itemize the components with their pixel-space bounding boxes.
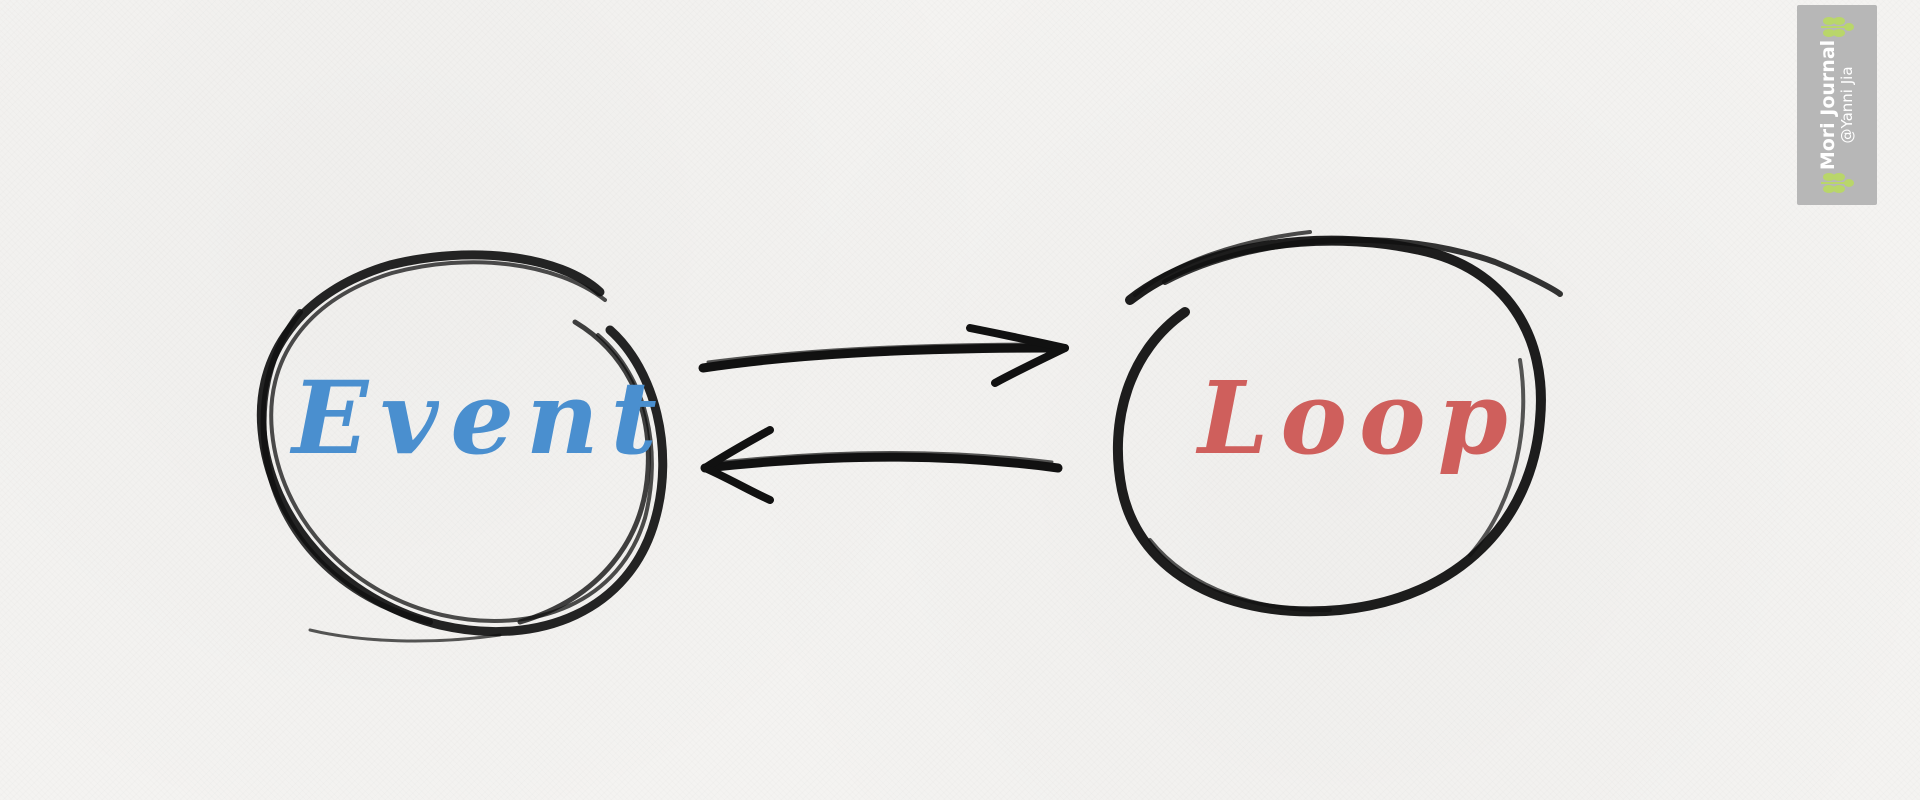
arrow-loop-to-event (700, 426, 1063, 504)
node-label-loop: Loop (1198, 359, 1520, 477)
event-circle (256, 250, 668, 643)
leaf-sprig-icon (1821, 173, 1854, 193)
watermark-badge: Mori Journal @Yanni Jia (1797, 5, 1877, 205)
leaf-sprig-icon (1821, 17, 1854, 37)
loop-circle (1112, 230, 1563, 617)
node-label-event: Event (292, 359, 669, 477)
arrow-event-to-loop (698, 324, 1069, 387)
watermark-title: Mori Journal (1816, 39, 1839, 171)
watermark-author: @Yanni Jia (1838, 66, 1857, 144)
